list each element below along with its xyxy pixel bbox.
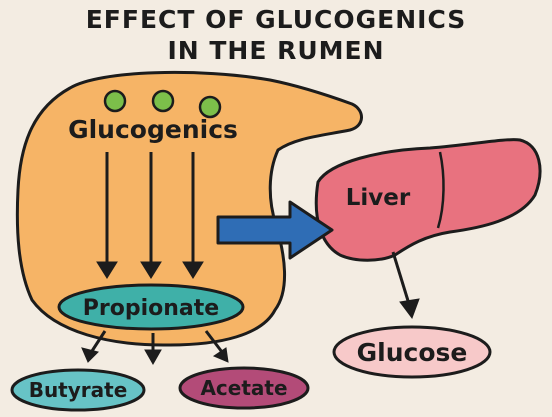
rumen-shape <box>15 70 363 347</box>
liver-to-glucose-arrow <box>391 251 420 320</box>
glucogenics-label: Glucogenics <box>68 115 238 144</box>
propionate-label: Propionate <box>83 296 219 321</box>
title-line-2: IN THE RUMEN <box>167 36 385 65</box>
liver-shape <box>314 138 542 262</box>
diagram-title: EFFECT OF GLUCOGENICS IN THE RUMEN <box>0 4 552 66</box>
liver-label: Liver <box>346 185 411 211</box>
glucose-node <box>332 325 492 379</box>
butyrate-node <box>10 368 146 412</box>
acetate-label: Acetate <box>200 376 287 400</box>
glucose-label: Glucose <box>357 338 468 367</box>
granule-2 <box>151 89 175 113</box>
granule-3 <box>198 95 222 119</box>
product-arrows <box>81 330 229 366</box>
butyrate-label: Butyrate <box>29 378 128 402</box>
liver-lobe-line <box>436 151 445 229</box>
title-line-1: EFFECT OF GLUCOGENICS <box>85 5 467 34</box>
acetate-node <box>178 366 310 410</box>
rumen-down-arrows <box>96 152 204 279</box>
propionate-node <box>57 283 245 331</box>
granule-1 <box>103 89 127 113</box>
transfer-arrow <box>216 200 334 260</box>
